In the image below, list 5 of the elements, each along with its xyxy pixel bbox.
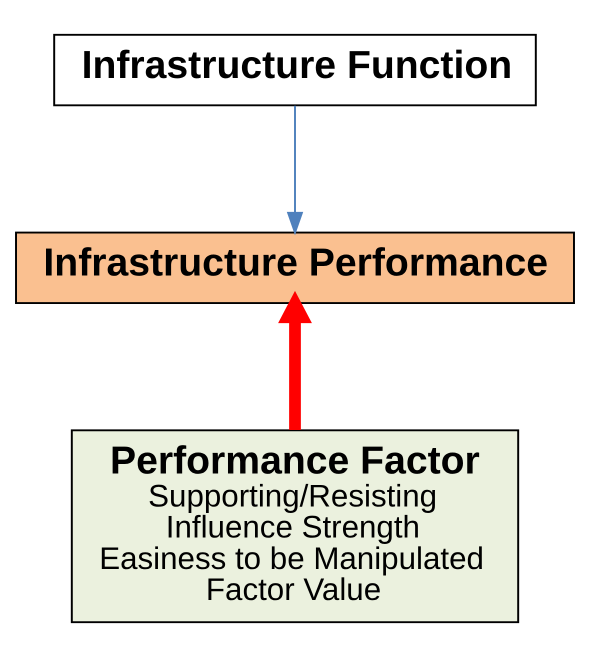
arrow bbox=[278, 290, 312, 430]
node-box: Infrastructure Performance bbox=[15, 232, 575, 304]
arrow bbox=[286, 106, 304, 236]
node-box: Performance Factor Supporting/Resisting Influence Strength Easiness to be Manipulated Factor Value bbox=[70, 429, 520, 624]
node-box: Infrastructure Function bbox=[53, 34, 537, 106]
